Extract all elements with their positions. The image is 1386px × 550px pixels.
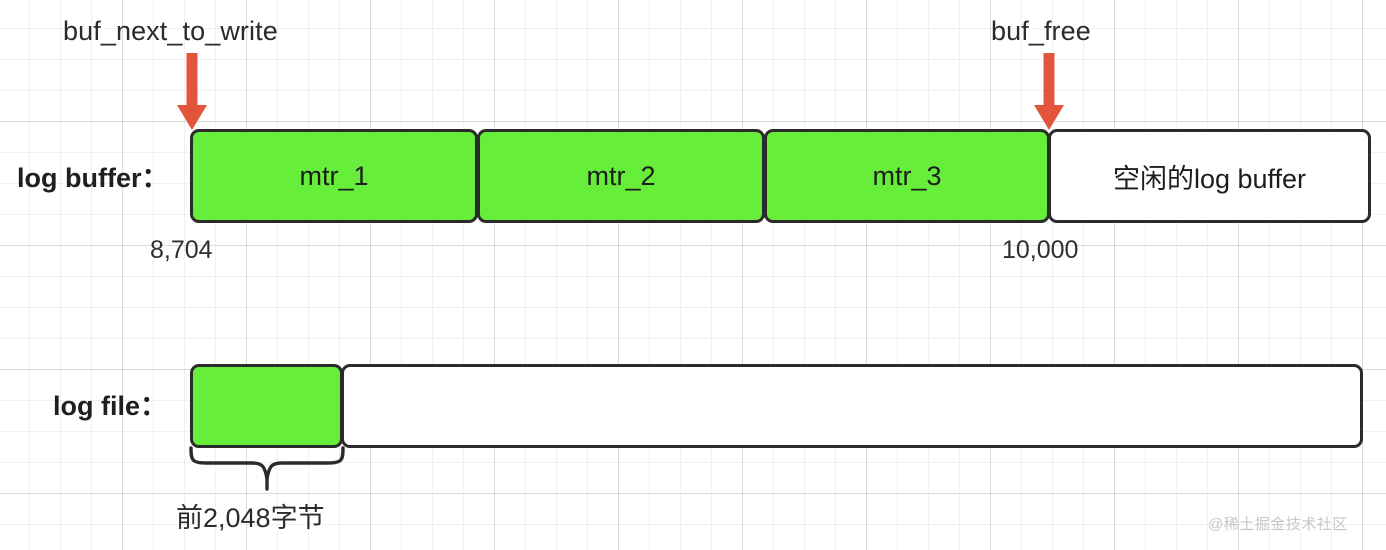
- offset-label-10000: 10,000: [1002, 236, 1079, 264]
- log-file-segment-written[interactable]: [190, 364, 343, 448]
- log-buffer-segment-mtr-3[interactable]: mtr_3: [764, 129, 1050, 223]
- segment-label: mtr_3: [872, 160, 942, 191]
- offset-label-8704: 8,704: [150, 236, 213, 264]
- log-file-brace-icon: [189, 446, 345, 491]
- segment-label: mtr_1: [299, 160, 369, 191]
- pointer-label-buf-free: buf_free: [991, 16, 1091, 46]
- segment-label: 空闲的log buffer: [1112, 163, 1307, 194]
- log-buffer-segment-mtr-2[interactable]: mtr_2: [477, 129, 765, 223]
- segment-label: mtr_2: [586, 160, 656, 191]
- watermark: @稀土掘金技术社区: [1208, 516, 1348, 533]
- buf-next-to-write-arrow-icon: [177, 53, 207, 130]
- log-file-segment-remaining[interactable]: [341, 364, 1363, 448]
- pointer-label-buf-next-to-write: buf_next_to_write: [63, 16, 278, 46]
- log-file-row-label: log file：: [53, 391, 167, 421]
- log-file-brace-caption: 前2,048字节: [176, 503, 325, 533]
- log-buffer-segment-free[interactable]: 空闲的log buffer: [1048, 129, 1371, 223]
- log-buffer-segment-mtr-1[interactable]: mtr_1: [190, 129, 478, 223]
- buf-free-arrow-icon: [1034, 53, 1064, 130]
- log-buffer-row-label: log buffer：: [17, 163, 169, 193]
